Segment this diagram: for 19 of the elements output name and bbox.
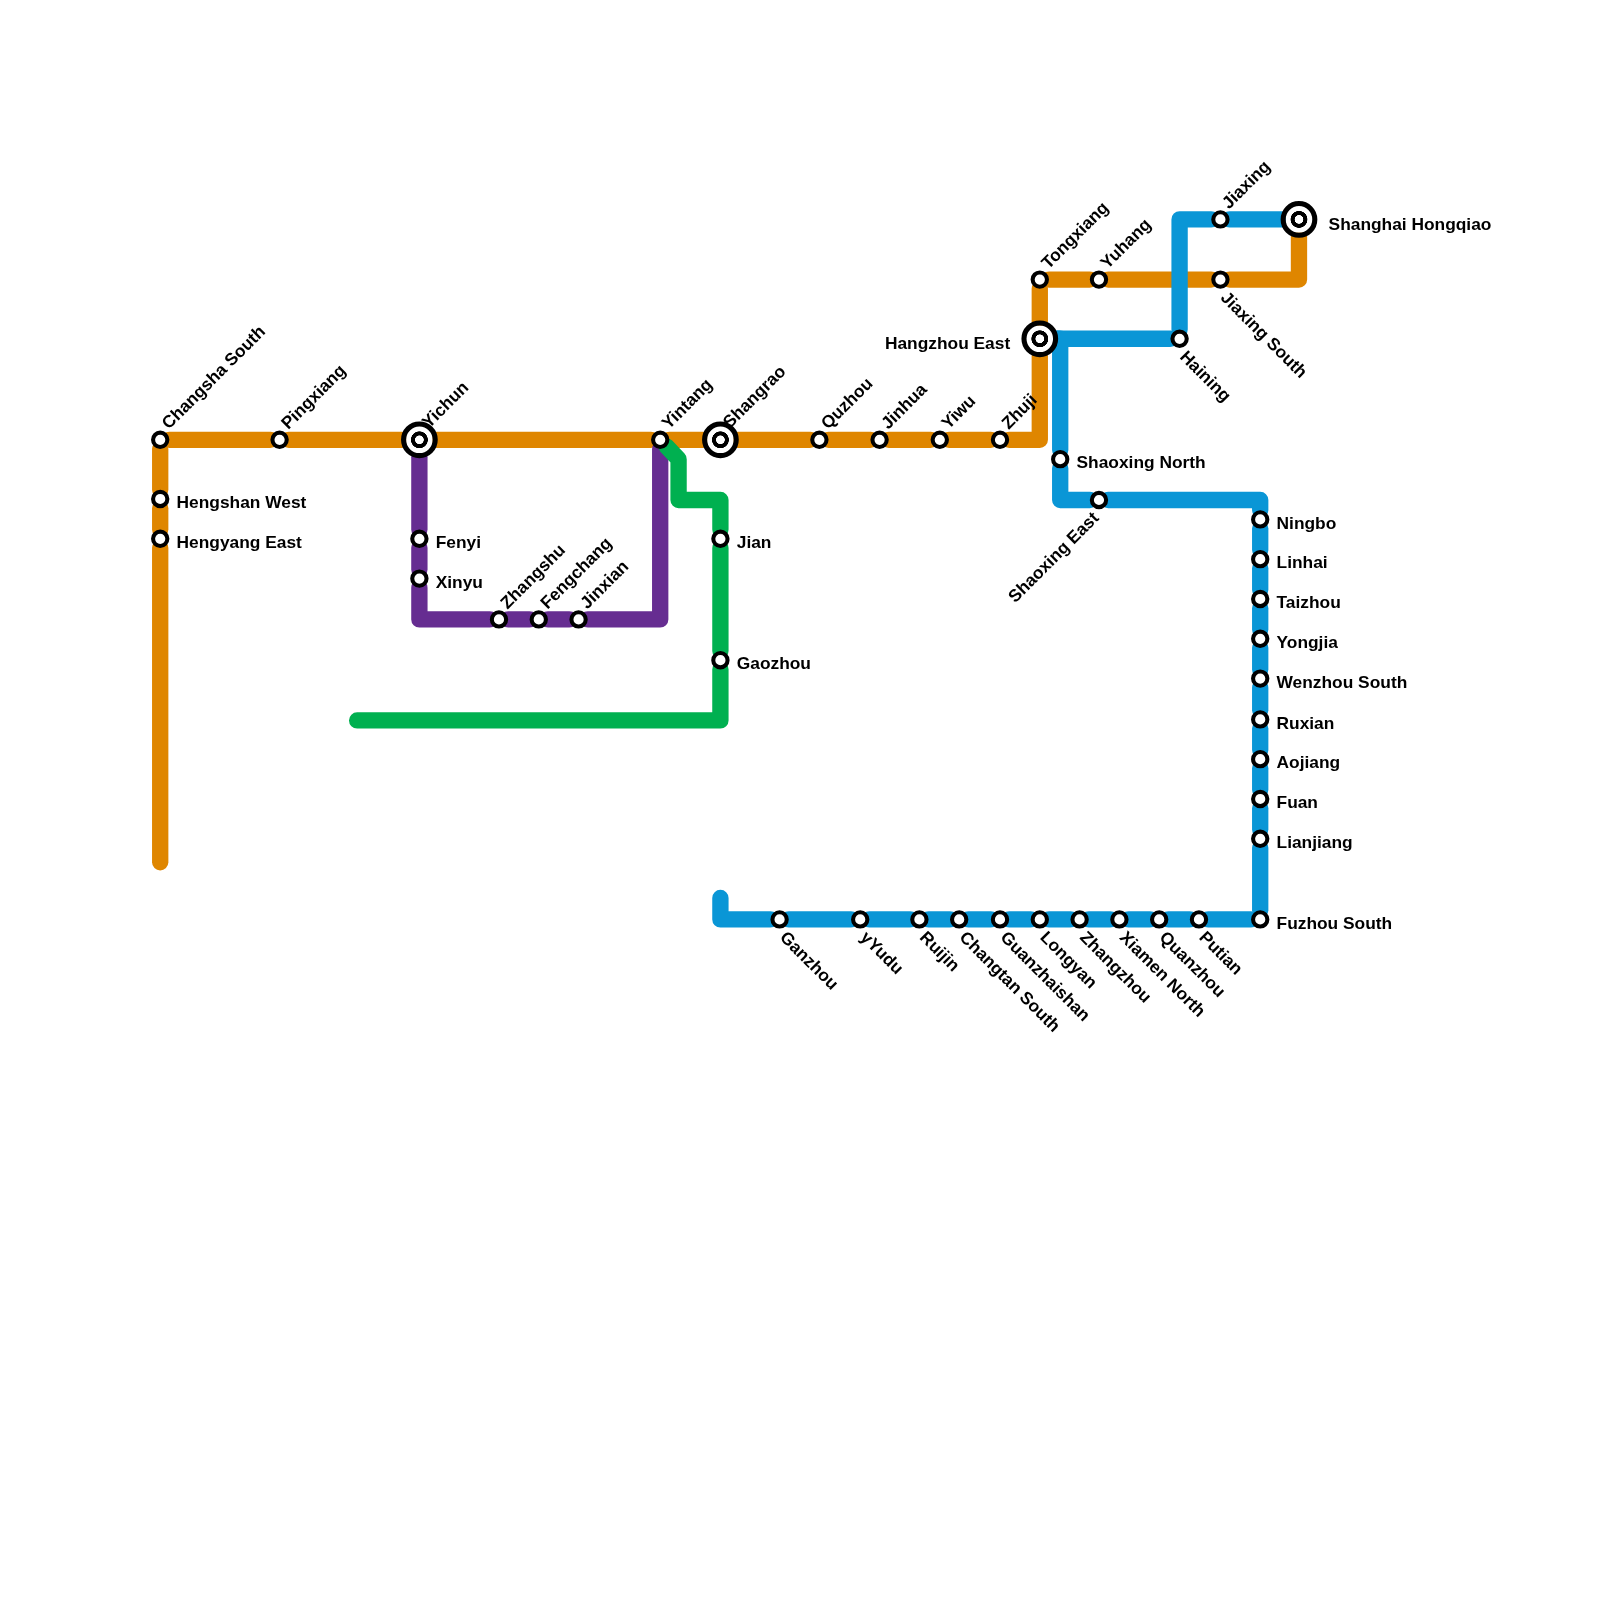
station-name: Wenzhou South xyxy=(1276,672,1408,693)
station-name: Gaozhou xyxy=(736,654,811,675)
station-name: Yongjia xyxy=(1276,632,1338,654)
station-name: Ruxian xyxy=(1276,713,1335,734)
station-name: Ningbo xyxy=(1276,513,1337,534)
station-name: Taizhou xyxy=(1276,592,1341,614)
station-name: Fuan xyxy=(1276,792,1318,814)
station-name: Fenyi xyxy=(435,532,482,554)
station-name: Lianjiang xyxy=(1276,832,1353,854)
station-name: Xinyu xyxy=(435,572,483,593)
station-name: Linhai xyxy=(1276,553,1328,574)
station-name: Shanghai Hongqiao xyxy=(1328,214,1492,235)
station-name: Aojiang xyxy=(1276,753,1341,774)
station-name: Hengyang East xyxy=(176,532,302,554)
station-name: Fuzhou South xyxy=(1276,913,1393,934)
station-name: Hangzhou East xyxy=(884,333,1011,355)
station-name: Shaoxing North xyxy=(1076,453,1206,474)
station-name: Jian xyxy=(736,532,772,554)
station-name: Hengshan West xyxy=(176,492,307,514)
